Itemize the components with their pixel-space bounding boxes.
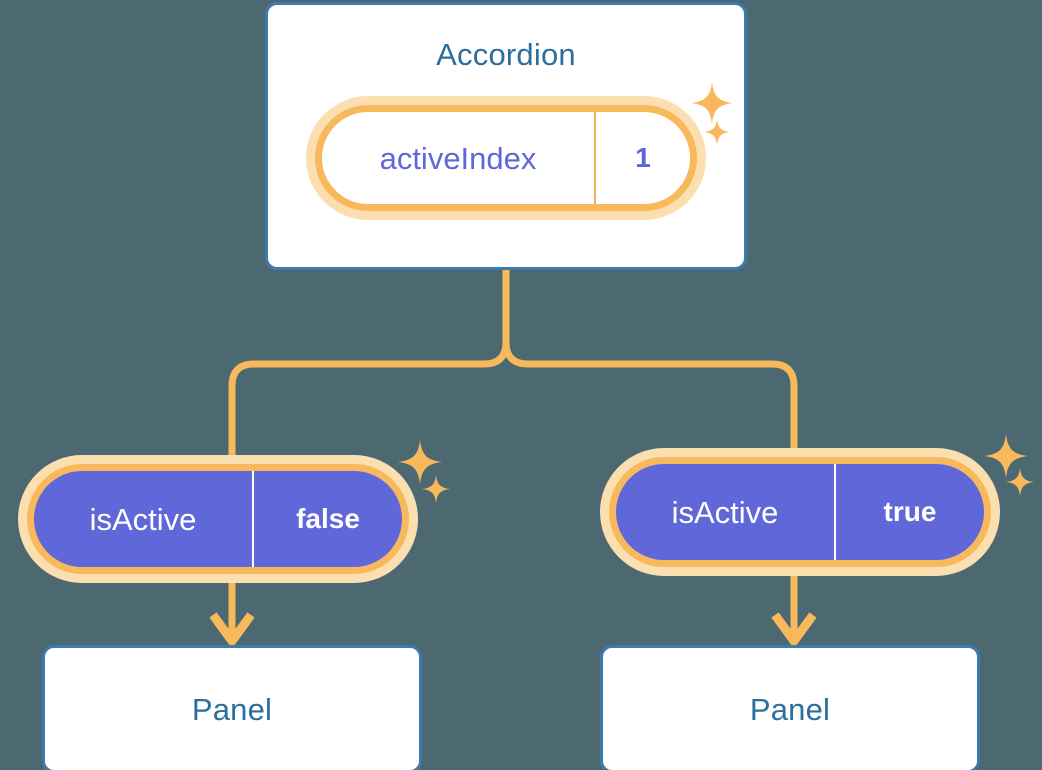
pill-border-ring: isActive false [27,464,409,574]
sparkle-icon [398,440,442,484]
pill-halo-ring: activeIndex 1 [306,96,706,220]
prop-key-label: isActive [671,494,779,530]
connector-branch-left [228,338,510,474]
panel-title-left: Panel [191,691,273,727]
pill-halo-ring: isActive false [18,455,418,583]
sparkle-icon [422,475,450,503]
panel-title-right: Panel [749,691,831,727]
pill-body: isActive false [34,471,402,567]
pill-body: activeIndex 1 [322,112,690,204]
prop-key-label: isActive [89,501,197,537]
arrow-down-icon-right [771,612,817,649]
state-value-label: 1 [594,112,690,204]
panel-component-card-left[interactable]: Panel [42,645,422,770]
state-key-label: activeIndex [379,140,537,176]
pill-border-ring: isActive true [609,457,991,567]
sparkle-icon [984,434,1028,478]
pill-border-ring: activeIndex 1 [315,105,697,211]
sparkle-icon [1006,468,1034,496]
arrow-down-icon-left [209,612,255,649]
page-title: Accordion [436,37,576,72]
pill-body: isActive true [616,464,984,560]
panel-component-card-right[interactable]: Panel [600,645,980,770]
prop-pill-is-active-left[interactable]: isActive false [18,455,418,583]
prop-pill-is-active-right[interactable]: isActive true [600,448,1000,576]
connector-branch-right [502,338,798,466]
prop-value-label: false [252,471,402,567]
prop-value-label: true [834,464,984,560]
state-pill-active-index[interactable]: activeIndex 1 [306,96,706,220]
pill-halo-ring: isActive true [600,448,1000,576]
